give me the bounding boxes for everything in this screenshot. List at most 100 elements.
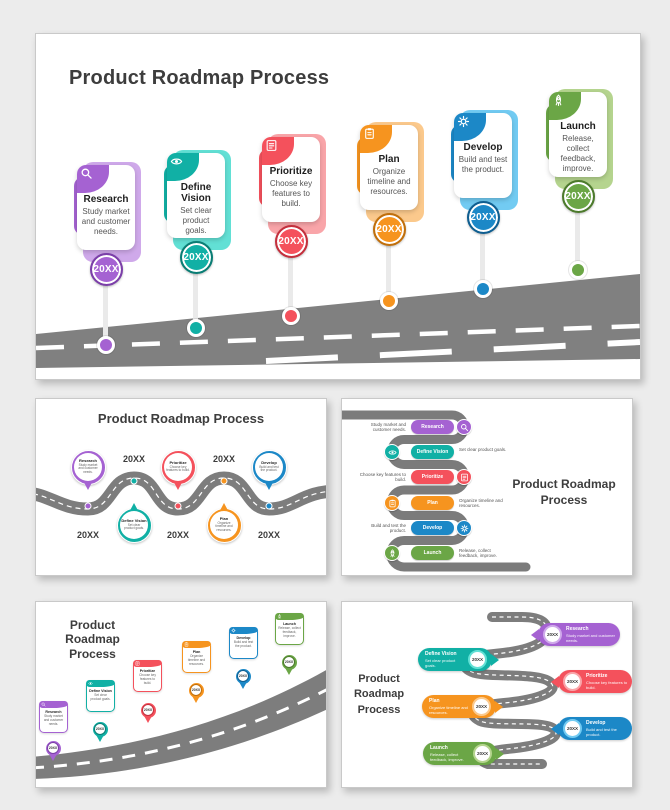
- callout-plan: 20XX Plan Organize timeline and resource…: [422, 695, 503, 718]
- road-marker-dot: [474, 280, 492, 298]
- year-label: 20XX: [212, 454, 236, 464]
- year-pin: 20XX: [45, 740, 61, 761]
- pin-content: Develop Build and test the product.: [255, 453, 283, 481]
- prioritize-checklist-icon: [265, 139, 278, 152]
- year-label: 20XX: [257, 530, 281, 540]
- step-description: Build and test the product.: [371, 522, 406, 534]
- slide-wave-road-preview: Product Roadmap Process Research Study m…: [35, 398, 327, 576]
- milestone-title: Develop: [463, 142, 503, 153]
- year-circle: 20XX: [563, 672, 582, 691]
- milestone-stem: [193, 257, 198, 322]
- page-title: Product Roadmap Process: [69, 67, 330, 89]
- year-label: 20XX: [283, 656, 295, 668]
- card-description: Choose key features to build.: [139, 673, 156, 686]
- road-marker-dot: [174, 502, 182, 510]
- slide-snake-road-preview: Product Roadmap Process Study market and…: [341, 398, 633, 576]
- year-label: 20XX: [122, 454, 146, 464]
- card-title: Plan: [192, 650, 201, 654]
- vision-eye-icon: [384, 444, 400, 460]
- milestone-stem: [480, 217, 485, 283]
- launch-rocket-icon: [277, 614, 282, 619]
- card-corner: [77, 165, 109, 193]
- callout-description: Build and test the product.: [586, 727, 617, 738]
- vertical-road-graphic: [459, 612, 561, 769]
- callout-description: Organize timeline and resources.: [429, 705, 468, 716]
- year-pin: 20XX: [140, 702, 156, 723]
- callout-description: Set clear product goals.: [425, 658, 456, 669]
- plan-clipboard-icon: [384, 495, 400, 511]
- slide-vertical-road-preview: Product Roadmap Process 20XX Research St…: [341, 601, 633, 788]
- card-description: Release, collect feedback, improve.: [278, 626, 301, 639]
- road-marker-dot: [220, 477, 228, 485]
- pin-prioritize: Prioritize Choose key features to build.: [160, 449, 196, 490]
- vision-eye-icon: [88, 681, 93, 686]
- callout-tail: [551, 722, 559, 735]
- year-circle: 20XX: [563, 719, 582, 738]
- callout-text: Launch Release, collect feedback, improv…: [430, 745, 469, 762]
- road-center-line: [36, 323, 640, 351]
- road-graphic: [36, 274, 640, 368]
- slide-title-line1: Product Roadmap: [65, 618, 120, 647]
- callout-title: Develop: [586, 720, 606, 726]
- serpentine-road-graphic: [342, 410, 531, 572]
- step-description: Organize timeline and resources.: [459, 497, 503, 509]
- year-circle: 20XX: [472, 697, 491, 716]
- pin-title: Define Vision: [121, 518, 147, 524]
- card-header: [86, 680, 115, 687]
- callout-develop: 20XX Develop Build and test the product.: [551, 717, 632, 740]
- pin-content: Define Vision Set clear product goals.: [120, 511, 148, 539]
- milestone-title: Launch: [560, 121, 596, 132]
- year-badge: 20XX: [89, 252, 123, 286]
- milestone-description: Set clear product goals.: [180, 206, 212, 235]
- launch-rocket-icon: [552, 94, 565, 107]
- year-pin: 20XX: [92, 721, 108, 742]
- slide-title-line1: Product: [358, 673, 400, 685]
- road-center-line: [464, 616, 557, 765]
- develop-gear-icon: [460, 524, 469, 533]
- pin-tail: [143, 713, 153, 723]
- mini-card-launch: Launch Release, collect feedback, improv…: [275, 613, 304, 645]
- callout-title: Define Vision: [425, 651, 457, 657]
- callout-description: Release, collect feedback, improve.: [430, 752, 464, 763]
- card-corner: [167, 153, 199, 181]
- mini-card-research: Research Study market and customer needs…: [39, 701, 68, 733]
- card-corner: [549, 92, 581, 120]
- prioritize-checklist-icon: [135, 661, 140, 666]
- slide-hill-road-preview: Product Roadmap Process Research Study m…: [35, 601, 327, 788]
- pin-title: Prioritize: [169, 460, 187, 466]
- pin-title: Develop: [261, 460, 277, 466]
- card-title: Research: [45, 710, 62, 714]
- prioritize-checklist-icon-corner: [262, 137, 294, 165]
- callout-text: Prioritize Choose key features to build.: [586, 673, 628, 690]
- pin-plan: Plan Organize timeline and resources.: [206, 502, 242, 543]
- step-pill: Launch: [411, 546, 454, 560]
- road-marker-dot: [84, 502, 92, 510]
- callout-title: Prioritize: [586, 673, 608, 679]
- prioritize-checklist-icon: [456, 469, 472, 485]
- step-pill: Plan: [411, 496, 454, 510]
- milestone-description: Choose key features to build.: [269, 179, 313, 208]
- pin-develop: Develop Build and test the product.: [251, 449, 287, 490]
- milestone-card: Plan Organize timeline and resources.: [360, 125, 418, 210]
- milestone-description: Study market and customer needs.: [81, 207, 131, 236]
- road-marker-dot: [97, 336, 115, 354]
- callout-launch: 20XX Launch Release, collect feedback, i…: [423, 742, 504, 765]
- year-label: 20XX: [142, 704, 154, 716]
- year-pin: 20XX: [235, 668, 251, 689]
- slide-main-preview: Product Roadmap Process Research Study m…: [35, 33, 641, 380]
- milestone-description: Release, collect feedback, improve.: [560, 134, 596, 173]
- develop-gear-icon: [457, 115, 470, 128]
- road-lane-line: [265, 339, 640, 364]
- card-header: [39, 701, 68, 708]
- pin-title: Research: [78, 458, 97, 464]
- mini-card-define-vision: Define Vision Set clear product goals.: [86, 680, 115, 712]
- card-description: Study market and customer needs.: [43, 714, 64, 727]
- card-description: Build and test the product.: [233, 640, 254, 649]
- mini-card-prioritize: Prioritize Choose key features to build.: [133, 660, 162, 692]
- year-label: 20XX: [166, 530, 190, 540]
- develop-gear-icon: [456, 520, 472, 536]
- pin-tail: [95, 732, 105, 742]
- card-description: Set clear product goals.: [90, 693, 111, 702]
- step-pill: Prioritize: [411, 470, 454, 484]
- year-label: 20XX: [237, 670, 249, 682]
